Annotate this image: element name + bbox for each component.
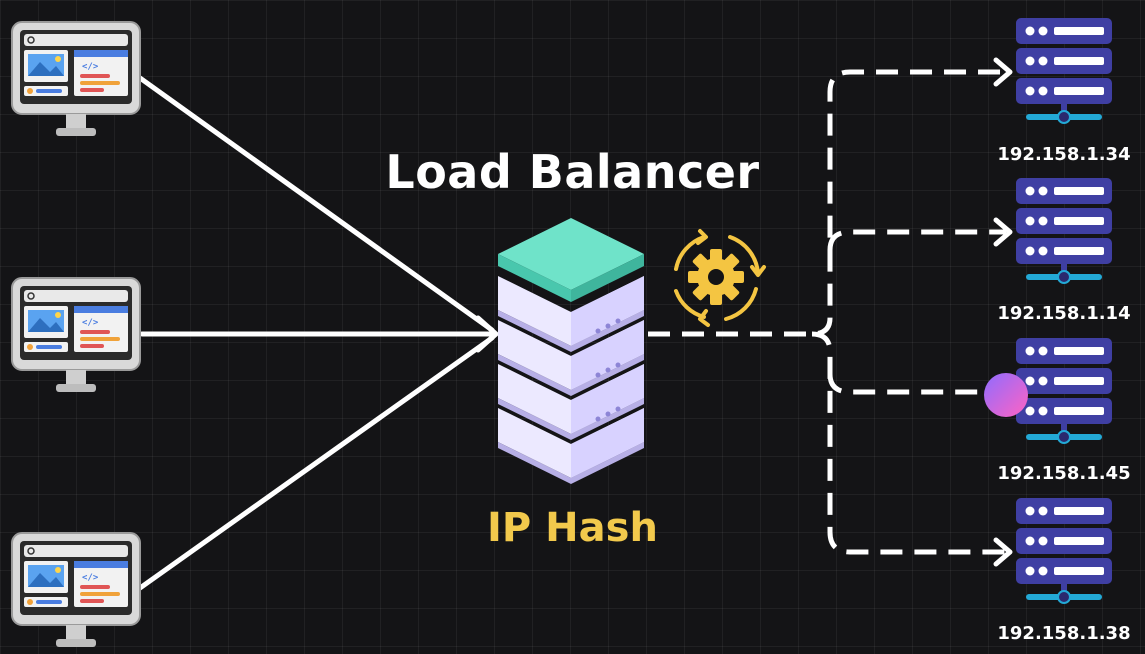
server-ip-label: 192.158.1.14 xyxy=(997,303,1131,324)
server-ip-label: 192.158.1.34 xyxy=(997,144,1131,165)
client-monitor-icon xyxy=(11,277,141,393)
server-connections xyxy=(648,69,1006,555)
gear-icon xyxy=(674,229,766,327)
connection-line-1 xyxy=(137,75,495,333)
client-monitor-icon xyxy=(11,21,141,137)
arrowhead xyxy=(993,217,1013,247)
dashed-arrowheads xyxy=(993,57,1013,567)
load-balancer-stack-icon xyxy=(498,218,644,484)
server-ip-label: 192.158.1.38 xyxy=(997,623,1131,644)
load-balancer-title: Load Balancer xyxy=(385,145,760,199)
arrowhead xyxy=(993,537,1013,567)
connection-line-3 xyxy=(137,335,495,591)
client-connections xyxy=(137,75,499,591)
arrowhead xyxy=(993,57,1013,87)
arrowhead xyxy=(475,315,499,353)
dashed-line-server-3 xyxy=(827,373,990,395)
server-ip-label: 192.158.1.45 xyxy=(997,463,1131,484)
dashed-line-server-2 xyxy=(827,229,1006,251)
dashed-line-lower xyxy=(811,331,1006,555)
server-rack-icon xyxy=(1015,337,1113,444)
packet-dot-icon xyxy=(984,373,1028,417)
algorithm-label: IP Hash xyxy=(487,505,658,551)
server-rack-icon xyxy=(1015,17,1113,124)
